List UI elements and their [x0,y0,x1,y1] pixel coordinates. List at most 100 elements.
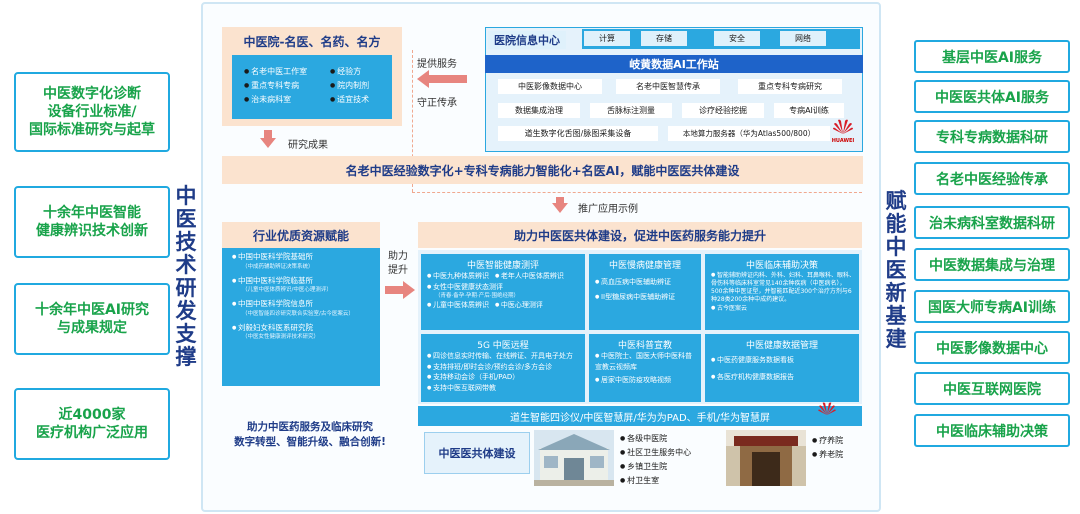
cell-title: 5G 中医远程 [477,341,529,351]
arrow-left-icon [417,70,429,88]
cell-bullet: 老年人中医体质辨识 [489,271,564,282]
slogan: 助力中医药服务及临床研究 数字转型、智能升级、融合创新! [234,421,386,448]
results-label: 研究成果 [288,140,328,151]
cell-bullet: 女性中医健康状态测评 [421,282,585,293]
ai-row1-item: 中医影像数据中心 [498,79,602,94]
community-item: 社区卫生服务中心 [620,446,720,460]
industry-item-sub: （中成药辅助辨证决策系统） [242,263,314,270]
left-item-institutions: 近4000家 医疗机构广泛应用 [14,388,170,460]
industry-title-bar: 行业优质资源赋能 [222,222,380,248]
dashed-divider [412,192,862,193]
community-item: 乡镇卫生院 [620,460,720,474]
bullet: 院内制剂 [330,79,400,93]
cell-bullet: 支持移动会诊（手机/PAD） [421,372,585,383]
right-vertical-title: 赋能中医新基建 [885,189,907,351]
cell-bullet: 中医院士、国医大师中医科普宣教云视频库 [589,351,701,372]
cell-title: 中医科普宣教 [617,341,672,351]
cell-bullet: II型糖尿病中医辅助辨证 [589,292,701,303]
guard-label: 守正传承 [417,98,457,109]
cell-bullet: 中医心理测评 [489,300,543,311]
famous-doctor-panel: 中医院-名医、名药、名方 名老中医工作室 重点专科专病 治未病科室 经验方 院内… [222,27,402,126]
industry-item-sub: （中医女性健康测评技术研究） [242,334,320,340]
right-item: 中医临床辅助决策 [914,414,1070,447]
provide-service-label: 提供服务 [417,59,457,70]
left-item-label: 十余年中医智能 健康辨识技术创新 [36,204,148,239]
ai-row2-item: 数据集成治理 [498,103,580,118]
nursing-home-photo [726,430,806,486]
huawei-logo-icon [816,400,840,420]
main-panel-title: 助力中医医共体建设，促进中医药服务能力提升 [513,228,766,243]
chip-network: 网络 [780,31,826,46]
industry-list: 中国中医科学院基础所 （中成药辅助辨证决策系统） 中国中医科学院临基所 （儿童中… [222,248,380,386]
cell-5g-remote: 5G 中医远程 四诊信息实时传输、在线辨证、开具电子处方 支持排班/即时会诊/预… [421,334,585,402]
bullet: 重点专科专病 [244,79,334,93]
ai-station-title: 岐黄数据AI工作站 [485,55,863,73]
industry-item: 中国中医科学院基础所 [232,252,380,263]
devices-bar-text: 道生智能四诊仪/中医智慧屏/华为为PAD、手机/华为智慧屏 [509,412,771,424]
cell-bullet: 支持中医互联网带教 [421,383,585,394]
cell-bullet: 四诊信息实时传输、在线辨证、开具电子处方 [421,351,585,362]
ai-row3-item: 道生数字化舌图/脉图采集设备 [498,126,658,141]
community-title: 中医医共体建设 [424,432,530,474]
huawei-brand-text: HUAWEI [831,138,855,144]
dashed-divider [412,50,413,192]
clinic-photo [534,430,614,486]
right-item: 专科专病数据科研 [914,120,1070,153]
right-item: 名老中医经验传承 [914,162,1070,195]
arrow-shaft [556,197,564,203]
community-item: 各级中医院 [620,432,720,446]
ai-row1-item: 名老中医智慧传承 [616,79,720,94]
left-item-label: 近4000家 医疗机构广泛应用 [36,406,148,441]
community-list: 各级中医院 社区卫生服务中心 乡镇卫生院 村卫生室 [620,432,720,488]
famous-doctor-bullets-left: 名老中医工作室 重点专科专病 治未病科室 [244,65,334,107]
bullet: 经验方 [330,65,400,79]
right-item: 中医互联网医院 [914,372,1070,405]
cell-bullet: 各医疗机构健康数据报告 [705,372,859,383]
left-item-recognition: 十余年中医智能 健康辨识技术创新 [14,186,170,258]
famous-doctor-title: 中医院-名医、名药、名方 [243,35,381,49]
main-banner-text: 名老中医经验数字化+专科专病能力智能化+名医AI，赋能中医医共体建设 [345,163,740,178]
arrow-shaft [264,130,272,138]
info-center-title: 医院信息中心 [488,31,566,49]
huawei-logo-icon [832,118,854,140]
boost-label: 助力 提升 [388,251,408,276]
industry-item: 中国中医科学院信息所 [232,299,380,310]
left-item-standards: 中医数字化诊断 设备行业标准/ 国际标准研究与起草 [14,72,170,152]
bullet: 适宜技术 [330,93,400,107]
devices-bar: 道生智能四诊仪/中医智慧屏/华为为PAD、手机/华为智慧屏 [418,406,862,426]
cell-bullet: 居家中医防疫攻略视频 [589,375,701,386]
bullet: 名老中医工作室 [244,65,334,79]
arrow-down-icon [260,138,276,148]
industry-item-sub: （中医智能四诊研究联合实验室/古今医案云） [242,310,354,317]
industry-title: 行业优质资源赋能 [252,228,349,243]
cell-bullet: 高血压病中医辅助辨证 [589,277,701,288]
cell-science-education: 中医科普宣教 中医院士、国医大师中医科普宣教云视频库 居家中医防疫攻略视频 [589,334,701,402]
cell-clinical-decision: 中医临床辅助决策 智能辅助辨证内科、外科、妇科、耳鼻喉科、眼科、骨伤科等临床科室… [705,254,859,330]
cell-title: 中医智能健康测评 [466,261,539,271]
left-vertical-title: 中医技术研发支撑 [175,184,197,369]
arrow-down-icon [552,203,568,213]
industry-item-sub: （儿童中医体质辨识/中医心理测评） [242,287,332,293]
arrow-shaft [429,75,467,83]
care-list: 疗养院 养老院 [812,434,872,462]
cell-bullet: 儿童中医体质辨识 [421,300,489,311]
chip-security: 安全 [714,31,760,46]
industry-item: 中国中医科学院临基所 [232,276,380,287]
right-item: 中医医共体AI服务 [914,80,1070,113]
promote-label: 推广应用示例 [578,204,638,215]
cell-bullet: 支持排班/即时会诊/预约会诊/多方会诊 [421,362,585,373]
ai-row1-item: 重点专科专病研究 [738,79,842,94]
arrow-shaft [385,286,403,294]
care-item: 养老院 [812,448,872,462]
right-item: 治未病科室数据科研 [914,206,1070,239]
right-item: 基层中医AI服务 [914,40,1070,73]
left-item-ai-research: 十余年中医AI研究 与成果规定 [14,283,170,355]
ai-row2-item: 专病AI训练 [774,103,844,118]
ai-row2-item: 舌脉标注测量 [590,103,672,118]
right-item: 国医大师专病AI训练 [914,290,1070,323]
ai-row2-item: 诊疗经验挖掘 [682,103,764,118]
bullet: 治未病科室 [244,93,334,107]
famous-doctor-bullets-right: 经验方 院内制剂 适宜技术 [330,65,400,107]
cell-bullet: 中医药健康服务数据看板 [705,355,859,366]
cell-bullet: 中医九种体质辨识 [421,271,489,282]
